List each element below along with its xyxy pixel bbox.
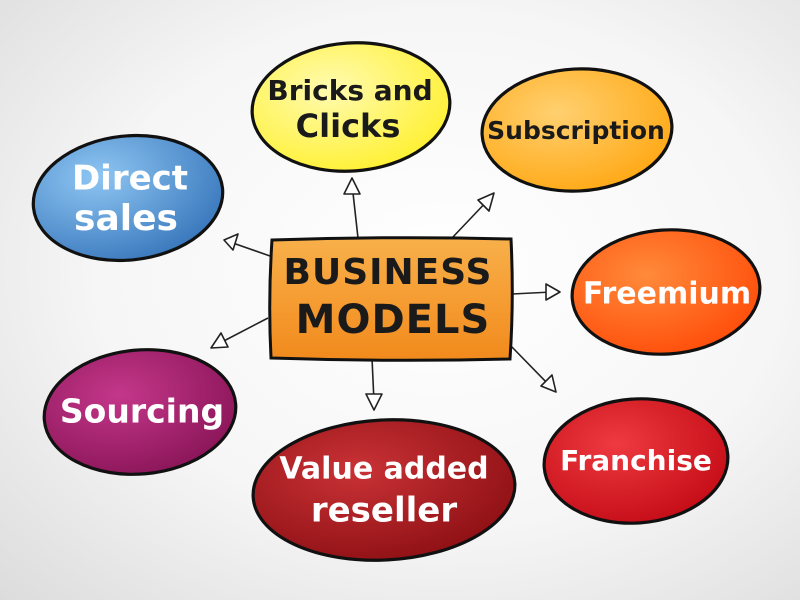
- node-direct-sales-line1: Direct: [72, 159, 188, 199]
- node-franchise: Franchise: [542, 397, 730, 525]
- node-sourcing-label: Sourcing: [60, 392, 224, 431]
- node-subscription: Subscription: [480, 67, 674, 193]
- arrow-to-sourcing: [210, 317, 269, 349]
- arrow-to-direct-sales: [223, 233, 271, 257]
- arrow-to-franchise: [509, 344, 557, 393]
- node-franchise-label: Franchise: [560, 444, 712, 477]
- center-title-line1: BUSINESS: [284, 252, 493, 293]
- node-direct-sales-line2: sales: [74, 198, 178, 239]
- center-title-line2: MODELS: [296, 297, 491, 343]
- arrow-to-value-added-reseller: [365, 357, 383, 411]
- node-value-added-reseller-line1: Value added: [279, 452, 488, 487]
- node-bricks-and-clicks: Bricks and Clicks: [250, 41, 452, 173]
- node-direct-sales: Direct sales: [31, 133, 225, 263]
- node-bricks-and-clicks-line2: Clicks: [296, 107, 401, 145]
- connector-arrows: [210, 177, 561, 411]
- node-freemium-label: Freemium: [583, 277, 751, 312]
- node-bricks-and-clicks-line1: Bricks and: [267, 74, 432, 107]
- node-sourcing: Sourcing: [42, 348, 238, 476]
- arrow-to-subscription: [451, 192, 495, 239]
- node-subscription-label: Subscription: [487, 116, 665, 145]
- arrow-to-bricks-and-clicks: [343, 177, 361, 239]
- node-value-added-reseller: Value added reseller: [251, 418, 517, 562]
- node-freemium: Freemium: [570, 228, 762, 356]
- arrow-to-freemium: [511, 283, 561, 301]
- center-node: BUSINESS MODELS: [268, 236, 514, 362]
- node-value-added-reseller-line2: reseller: [311, 491, 457, 531]
